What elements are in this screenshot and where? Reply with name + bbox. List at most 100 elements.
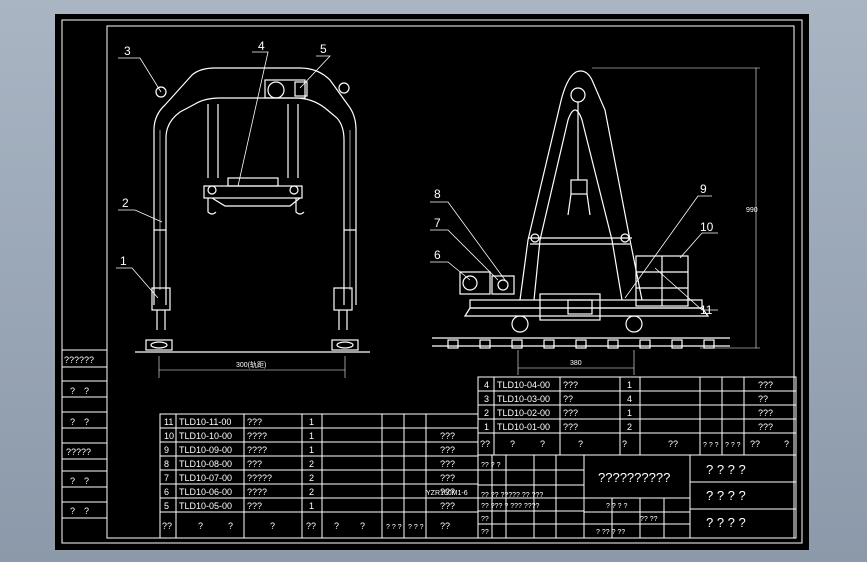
bom-item-name: ?? [563, 394, 573, 404]
bom-header-cell: ? [578, 439, 583, 449]
bom-header-cell: ?? [440, 521, 450, 531]
balloon-8: 8 [434, 187, 441, 201]
bom-item-name: ??? [563, 408, 578, 418]
bom-header-cell: ? [784, 439, 789, 449]
bom-item-no: 10 [164, 431, 174, 441]
bom-item-name: ??? [247, 417, 262, 427]
bom-header-cell: ?? [306, 521, 316, 531]
bom-item-name: ??? [563, 422, 578, 432]
bom-header-cell: ?? [668, 439, 678, 449]
mid-cell: ?? ?? [640, 516, 658, 523]
balloon-4: 4 [258, 39, 265, 53]
bom-item-note: ?? [758, 394, 768, 404]
title-block-grid [477, 454, 797, 539]
bom-item-no: 1 [484, 422, 489, 432]
side-label: ? ? [70, 386, 89, 396]
bom-item-note: ??? [758, 422, 773, 432]
bom-item-code: TLD10-04-00 [497, 380, 550, 390]
company-line-1: ? ? ? ? [706, 462, 746, 477]
bom-item-qty: 2 [627, 422, 632, 432]
dim-side-width: 380 [570, 360, 582, 367]
side-label-column [61, 349, 108, 519]
bom-item-code: TLD10-10-00 [179, 431, 232, 441]
bom-item-qty: 1 [627, 380, 632, 390]
balloon-5: 5 [320, 42, 327, 56]
side-view [432, 67, 760, 375]
bom-header-cell: ? [510, 439, 515, 449]
bom-left-grid [159, 413, 479, 539]
side-leaders [430, 195, 718, 311]
bom-header-cell: ?? [162, 521, 172, 531]
dim-side-height: 990 [746, 207, 758, 214]
bom-item-qty: 1 [309, 445, 314, 455]
side-label: ? ? [70, 476, 89, 486]
bom-header-cell: ?? [750, 439, 760, 449]
bom-item-no: 7 [164, 473, 169, 483]
bom-item-qty: 2 [309, 487, 314, 497]
dim-front-gauge: 300(轨距) [236, 360, 266, 369]
side-label: ?????? [64, 355, 94, 365]
bom-header-cell: ? ? ? [408, 524, 424, 531]
side-label: ????? [66, 447, 91, 457]
bom-item-qty: 2 [309, 459, 314, 469]
bom-item-no: 3 [484, 394, 489, 404]
bom-item-no: 11 [164, 417, 173, 427]
sign-row: ?? [481, 516, 489, 523]
bom-item-qty: 4 [627, 394, 632, 404]
bom-header-cell: ?? [480, 439, 490, 449]
company-line-3: ? ? ? ? [706, 515, 746, 530]
sign-row: ?? ??? ? ??? ???? [481, 503, 539, 510]
front-view [135, 67, 370, 378]
sign-row: ?? ? ? [481, 462, 501, 469]
bom-header-cell: ? ? ? [725, 442, 741, 449]
bom-item-note: ??? [440, 501, 455, 511]
bom-header-cell: ? [622, 439, 627, 449]
balloon-9: 9 [700, 182, 707, 196]
bom-item-name: ??? [247, 459, 262, 469]
bom-item-code: TLD10-01-00 [497, 422, 550, 432]
balloon-3: 3 [124, 44, 131, 58]
bom-item-name: ???? [247, 487, 267, 497]
bom-item-code: TLD10-08-00 [179, 459, 232, 469]
bom-item-name: ????? [247, 473, 272, 483]
mid-cell: ? ? ? ? [606, 503, 628, 510]
bom-item-note: ??? [440, 487, 455, 497]
outer-frame [61, 19, 803, 544]
bom-item-no: 6 [164, 487, 169, 497]
bom-item-name: ??? [247, 501, 262, 511]
bom-item-material: YZR160M1-6 [426, 490, 468, 497]
balloon-1: 1 [120, 254, 127, 268]
balloon-6: 6 [434, 248, 441, 262]
bom-item-note: ??? [440, 459, 455, 469]
bom-item-code: TLD10-02-00 [497, 408, 550, 418]
balloon-7: 7 [434, 216, 441, 230]
bom-header-cell: ? [228, 521, 233, 531]
side-label: ? ? [70, 417, 89, 427]
bom-item-code: TLD10-07-00 [179, 473, 232, 483]
bom-item-note: ??? [440, 431, 455, 441]
bom-item-note: ??? [440, 445, 455, 455]
bom-item-code: TLD10-03-00 [497, 394, 550, 404]
bom-header-cell: ? [198, 521, 203, 531]
balloon-11: 11 [700, 303, 713, 317]
company-line-2: ? ? ? ? [706, 488, 746, 503]
bom-header-cell: ? ? ? [703, 442, 719, 449]
bom-item-note: ??? [758, 380, 773, 390]
bom-header-cell: ? [270, 521, 275, 531]
bom-header-cell: ? [360, 521, 365, 531]
mid-cell: ? ?? ? ?? [596, 529, 625, 536]
bom-item-qty: 1 [309, 431, 314, 441]
bom-header-cell: ? ? ? [386, 524, 402, 531]
bom-item-qty: 1 [309, 417, 314, 427]
side-label: ? ? [70, 506, 89, 516]
bom-item-code: TLD10-09-00 [179, 445, 232, 455]
bom-item-note: ??? [440, 473, 455, 483]
bom-header-cell: ? [334, 521, 339, 531]
bom-item-no: 5 [164, 501, 169, 511]
sign-row: ?? [481, 529, 489, 536]
bom-item-note: ??? [758, 408, 773, 418]
